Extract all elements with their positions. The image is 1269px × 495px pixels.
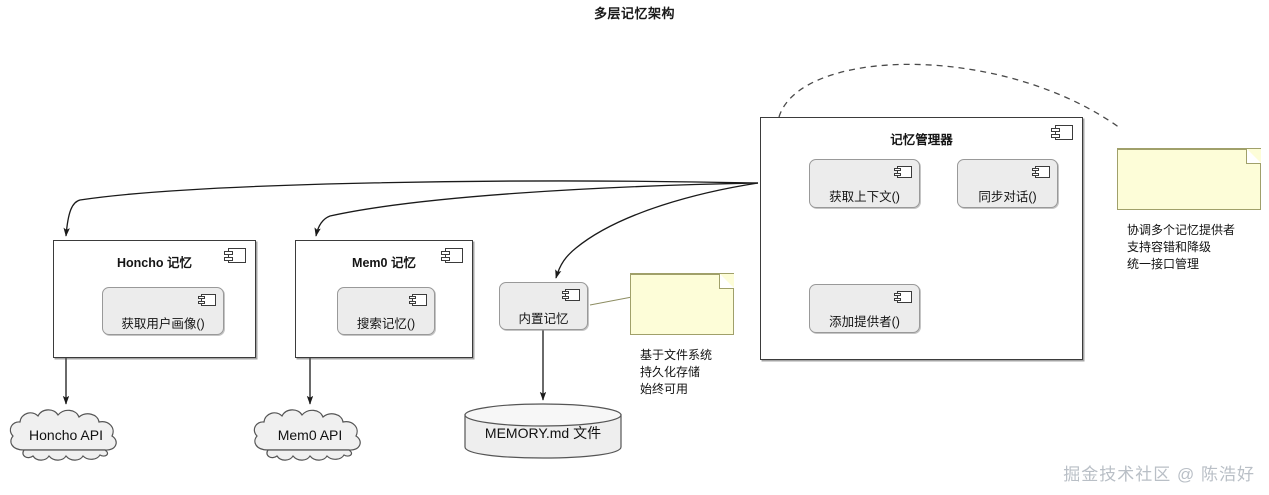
note-fold-corner — [719, 274, 734, 289]
operation-add-provider-label: 添加提供者() — [829, 315, 900, 329]
note-manager: 协调多个记忆提供者 支持容错和降级 统一接口管理 — [1117, 148, 1261, 271]
uml-component-icon — [198, 294, 216, 306]
cylinder-shape — [464, 403, 622, 459]
uml-component-icon — [562, 289, 580, 301]
uml-component-icon — [1032, 166, 1050, 178]
page-title: 多层记忆架构 — [593, 6, 675, 21]
note-manager-text: 协调多个记忆提供者 支持容错和降级 统一接口管理 — [1127, 223, 1236, 271]
uml-component-icon — [894, 166, 912, 178]
edge-manager-to-builtin — [555, 182, 759, 279]
cloud-mem0-api-label: Mem0 API — [277, 427, 343, 443]
operation-get-context-label: 获取上下文() — [829, 190, 900, 204]
note-builtin-text: 基于文件系统 持久化存储 始终可用 — [640, 348, 713, 396]
edge-manager-to-honcho — [63, 180, 759, 237]
cloud-mem0-api: Mem0 API — [250, 406, 370, 464]
component-honcho-memory-title: Honcho 记忆 — [117, 256, 192, 270]
uml-component-icon — [409, 294, 427, 306]
database-memory-file-label: MEMORY.md 文件 — [484, 425, 602, 442]
edge-manager-to-mem0 — [314, 182, 759, 237]
cloud-honcho-api: Honcho API — [6, 406, 126, 464]
note-builtin: 基于文件系统 持久化存储 始终可用 — [630, 273, 734, 396]
watermark: 掘金技术社区 @ 陈浩好 — [1063, 465, 1255, 484]
operation-sync-conversation[interactable]: 同步对话() — [957, 159, 1058, 208]
uml-component-icon — [894, 291, 912, 303]
operation-search-memory[interactable]: 搜索记忆() — [337, 287, 435, 335]
component-memory-manager-title: 记忆管理器 — [890, 133, 953, 147]
component-memory-manager[interactable]: 记忆管理器 获取上下文() 同步对话() 添加提供者() — [760, 117, 1083, 360]
database-memory-file: MEMORY.md 文件 — [463, 402, 623, 460]
operation-add-provider[interactable]: 添加提供者() — [809, 284, 920, 333]
uml-component-icon — [1051, 125, 1073, 140]
operation-get-context[interactable]: 获取上下文() — [809, 159, 920, 208]
component-mem0-memory-title: Mem0 记忆 — [352, 256, 416, 270]
component-mem0-memory[interactable]: Mem0 记忆 搜索记忆() — [295, 240, 473, 358]
operation-get-user-profile-label: 获取用户画像() — [121, 317, 205, 331]
operation-sync-conversation-label: 同步对话() — [978, 190, 1037, 204]
uml-component-icon — [441, 248, 463, 263]
cloud-honcho-api-label: Honcho API — [29, 427, 103, 443]
edge-builtin-to-note — [589, 296, 633, 306]
cloud-shape — [253, 409, 361, 461]
operation-get-user-profile[interactable]: 获取用户画像() — [102, 287, 224, 335]
note-fold-corner — [1246, 149, 1261, 164]
component-honcho-memory[interactable]: Honcho 记忆 获取用户画像() — [53, 240, 256, 358]
component-builtin-memory[interactable]: 内置记忆 — [499, 282, 588, 330]
cloud-shape — [9, 409, 117, 461]
operation-search-memory-label: 搜索记忆() — [356, 317, 416, 331]
uml-component-icon — [224, 248, 246, 263]
component-builtin-memory-title: 内置记忆 — [518, 312, 569, 326]
